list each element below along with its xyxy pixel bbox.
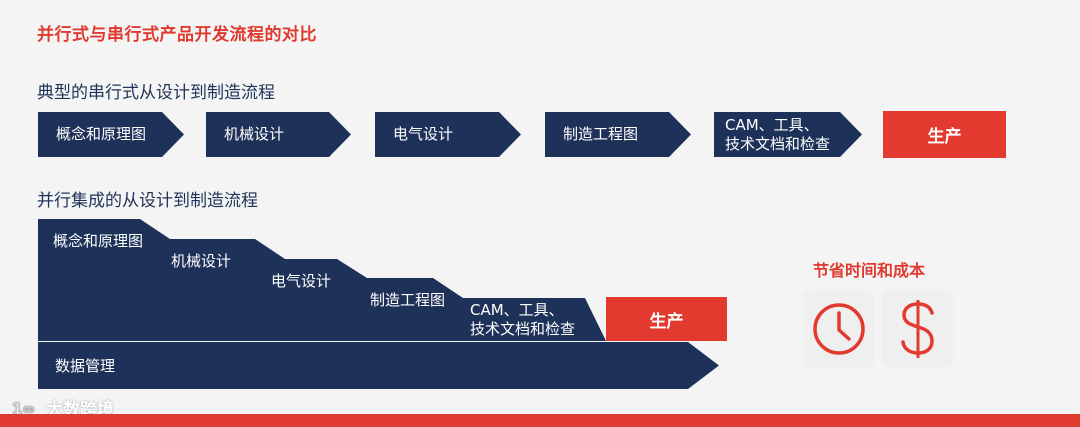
serial-production-label: 生产 bbox=[927, 127, 962, 147]
parallel-step-label: 制造工程图 bbox=[370, 290, 446, 309]
parallel-step-mechanical: 机械设计 bbox=[156, 241, 276, 281]
serial-step-label: 机械设计 bbox=[224, 125, 285, 143]
page-title: 并行式与串行式产品开发流程的对比 bbox=[37, 25, 317, 45]
dollar-icon-card bbox=[885, 293, 951, 365]
serial-step-label-line1: CAM、工具、 bbox=[725, 115, 819, 134]
serial-production-box: 生产 bbox=[883, 111, 1006, 158]
serial-step-electrical: 电气设计 bbox=[375, 112, 521, 157]
parallel-step-label-line1: CAM、工具、 bbox=[470, 300, 564, 319]
parallel-production-label: 生产 bbox=[649, 311, 684, 332]
clock-icon-card bbox=[806, 293, 872, 365]
parallel-step-electrical: 电气设计 bbox=[256, 261, 356, 301]
data-management-bar: 数据管理 bbox=[38, 342, 719, 389]
serial-step-mechanical: 机械设计 bbox=[206, 112, 351, 157]
parallel-process-title: 并行集成的从设计到制造流程 bbox=[37, 191, 258, 211]
clock-icon bbox=[813, 303, 865, 355]
parallel-step-label: 电气设计 bbox=[271, 271, 332, 290]
parallel-step-label-line2: 技术文档和检查 bbox=[470, 319, 576, 338]
data-management-label: 数据管理 bbox=[55, 357, 116, 375]
bottom-accent-bar bbox=[0, 414, 1080, 427]
serial-step-manufacturing-drawing: 制造工程图 bbox=[545, 112, 691, 157]
serial-step-concept: 概念和原理图 bbox=[38, 112, 184, 157]
serial-step-label: 制造工程图 bbox=[563, 125, 639, 143]
parallel-step-cam-docs: CAM、工具、 技术文档和检查 bbox=[455, 298, 605, 341]
parallel-production-box: 生产 bbox=[606, 297, 727, 341]
svg-text:1∞: 1∞ bbox=[12, 400, 35, 417]
dollar-icon bbox=[901, 300, 934, 358]
serial-step-label-line2: 技术文档和检查 bbox=[725, 134, 831, 153]
watermark-logo-icon: 1∞ bbox=[12, 399, 35, 417]
serial-process-title: 典型的串行式从设计到制造流程 bbox=[37, 83, 275, 103]
parallel-step-label: 机械设计 bbox=[171, 251, 232, 270]
serial-step-cam-docs: CAM、工具、 技术文档和检查 bbox=[714, 112, 862, 157]
parallel-step-label: 概念和原理图 bbox=[53, 231, 144, 250]
parallel-step-label: CAM、工具、 技术文档和检查 bbox=[470, 301, 575, 339]
savings-title: 节省时间和成本 bbox=[813, 261, 926, 280]
serial-step-label: CAM、工具、 技术文档和检查 bbox=[725, 116, 830, 154]
serial-step-label: 概念和原理图 bbox=[56, 125, 147, 143]
parallel-step-manufacturing-drawing: 制造工程图 bbox=[355, 280, 465, 320]
parallel-step-concept: 概念和原理图 bbox=[38, 219, 168, 263]
serial-step-label: 电气设计 bbox=[393, 125, 454, 143]
